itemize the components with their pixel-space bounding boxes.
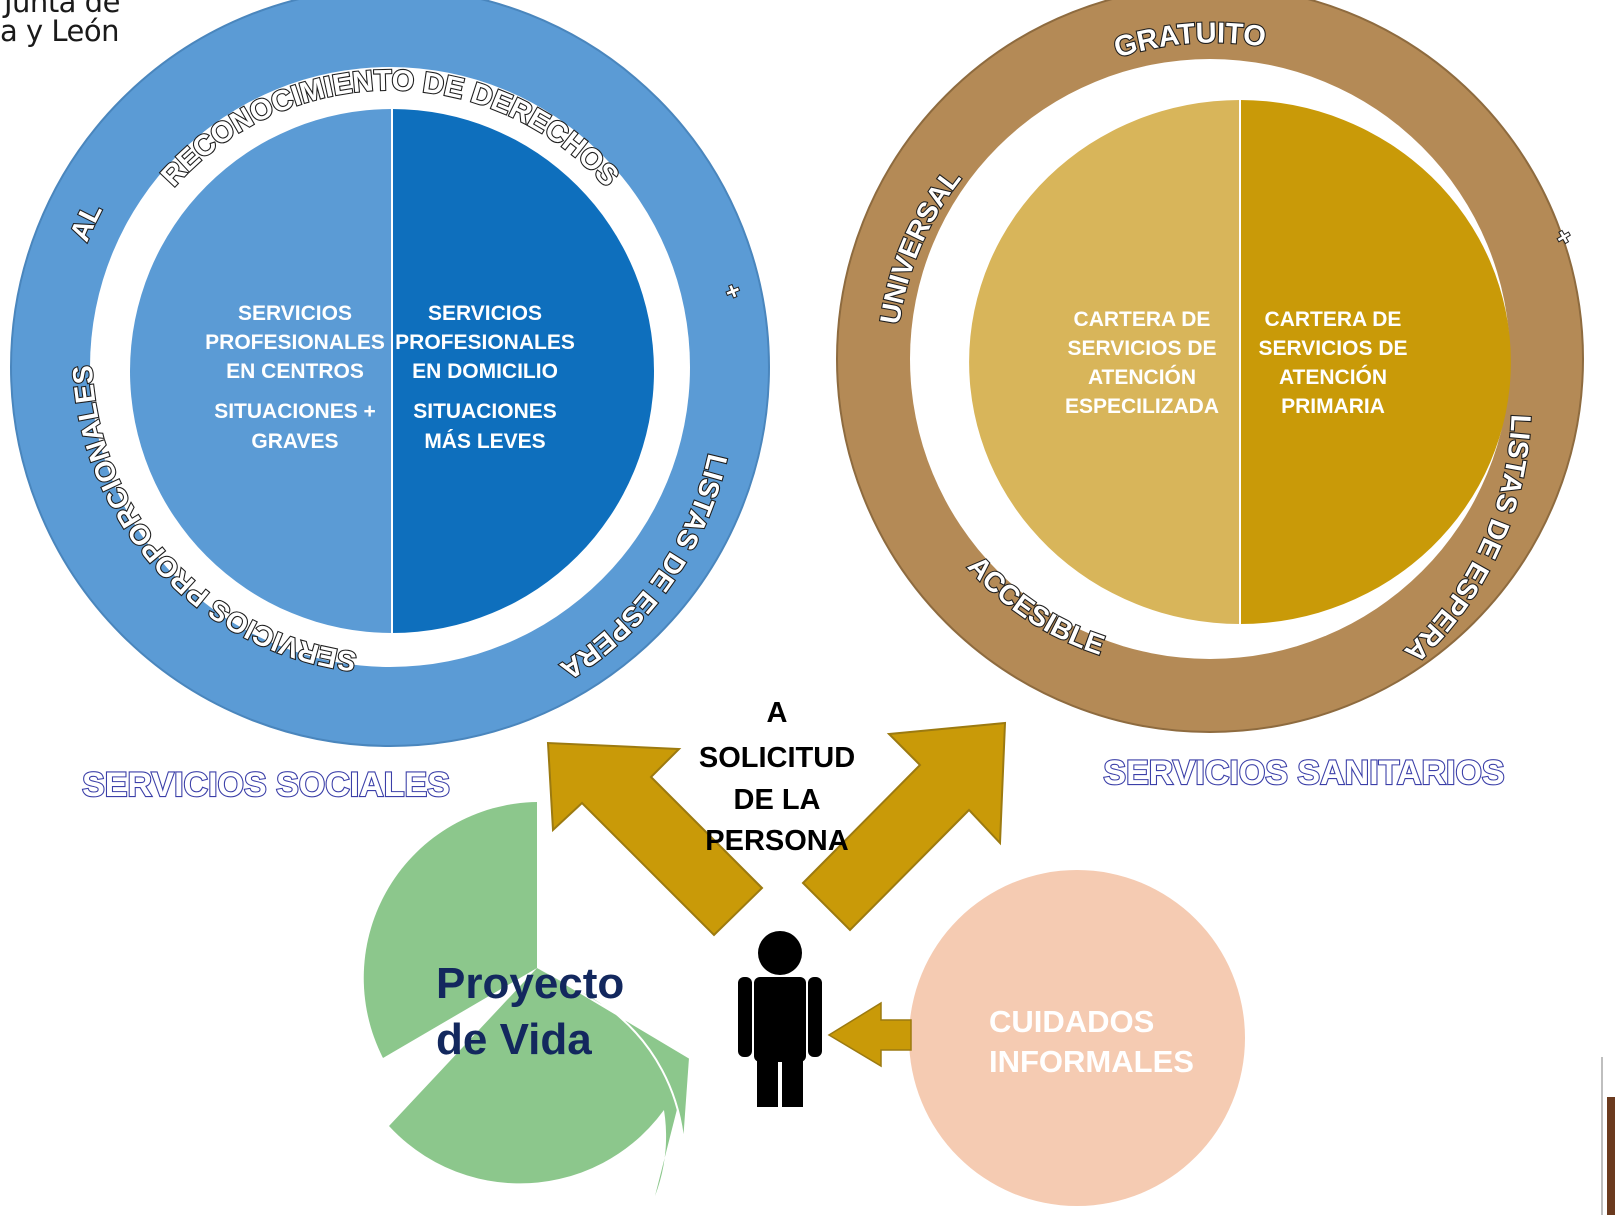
health-right-half [1240,100,1511,624]
life-project-top-piece [363,802,537,1058]
person-right-leg [782,1050,803,1107]
health-left-line-1: CARTERA DE [1074,308,1211,331]
request-label: A SOLICITUD DE LA PERSONA [699,697,855,857]
social-left-line-5: GRAVES [251,430,338,453]
life-project-right-wedge [565,983,692,1199]
informal-care-line-1: CUIDADOS [989,1004,1154,1039]
social-left-line-4: SITUACIONES + [214,400,376,423]
social-right-line-3: EN DOMICILIO [412,360,558,383]
social-right-line-5: MÁS LEVES [424,430,545,453]
arrow-to-health-services [801,721,1007,932]
arrow-from-informal-care [827,1001,912,1068]
social-right-line-1: SERVICIOS [428,302,542,325]
corner-logo-line2: a y León [0,14,119,48]
life-project-bottom-piece [389,968,690,1184]
health-services-title: SERVICIOS SANITARIOS [1103,754,1504,792]
informal-care-circle [909,870,1245,1206]
health-right-text: CARTERA DE SERVICIOS DE ATENCIÓN PRIMARI… [1259,308,1408,418]
health-right-line-2: SERVICIOS DE [1259,337,1408,360]
social-right-half [392,109,654,633]
person-right-arm [808,977,822,1057]
person-left-leg [757,1050,778,1107]
social-left-line-3: EN CENTROS [226,360,364,383]
social-left-text: SERVICIOS PROFESIONALES EN CENTROS SITUA… [205,302,385,453]
arrows [546,721,1007,1068]
request-line-2: SOLICITUD [699,742,855,774]
request-line-4: PERSONA [705,825,848,857]
social-right-text: SERVICIOS PROFESIONALES EN DOMICILIO SIT… [395,302,575,453]
health-left-line-4: ESPECILIZADA [1065,395,1219,418]
health-left-line-2: SERVICIOS DE [1068,337,1217,360]
social-services-diagram: RECONOCIMIENTO DE DERECHOS SERVICIOS PRO… [10,0,770,805]
request-line-3: DE LA [734,784,821,816]
person-icon [738,931,822,1107]
informal-care-line-2: INFORMALES [989,1044,1194,1079]
health-right-line-3: ATENCIÓN [1279,365,1387,389]
health-left-line-3: ATENCIÓN [1088,365,1196,389]
life-project-line-1: Proyecto [436,959,624,1008]
health-left-half [969,100,1240,624]
health-services-diagram: GRATUITO UNIVERSAL LISTAS DE ESPERA ACCE… [836,0,1584,793]
health-right-line-1: CARTERA DE [1265,308,1402,331]
social-right-line-2: PROFESIONALES [395,331,575,354]
photo-edge-bar [1607,1097,1615,1215]
life-project-shape: Proyecto de Vida [363,802,692,1199]
photo-edge [1601,1057,1615,1215]
informal-care: CUIDADOS INFORMALES [909,870,1245,1206]
social-left-line-1: SERVICIOS [238,302,352,325]
social-services-title: SERVICIOS SOCIALES [82,766,450,804]
arrow-to-social-services-body [546,741,764,937]
social-left-line-2: PROFESIONALES [205,331,385,354]
corner-logo: Junta de a y León [0,0,140,50]
life-project-right-piece [537,968,690,1196]
corner-logo-line1: Junta de [4,0,120,19]
health-left-text: CARTERA DE SERVICIOS DE ATENCIÓN ESPECIL… [1065,308,1219,418]
life-project-line-2: de Vida [436,1015,592,1064]
social-right-line-4: SITUACIONES [413,400,557,423]
health-right-line-4: PRIMARIA [1281,395,1385,418]
person-left-arm [738,977,752,1057]
person-torso [754,977,806,1062]
person-head [758,931,802,975]
request-line-1: A [767,697,788,729]
social-left-half [130,109,392,633]
